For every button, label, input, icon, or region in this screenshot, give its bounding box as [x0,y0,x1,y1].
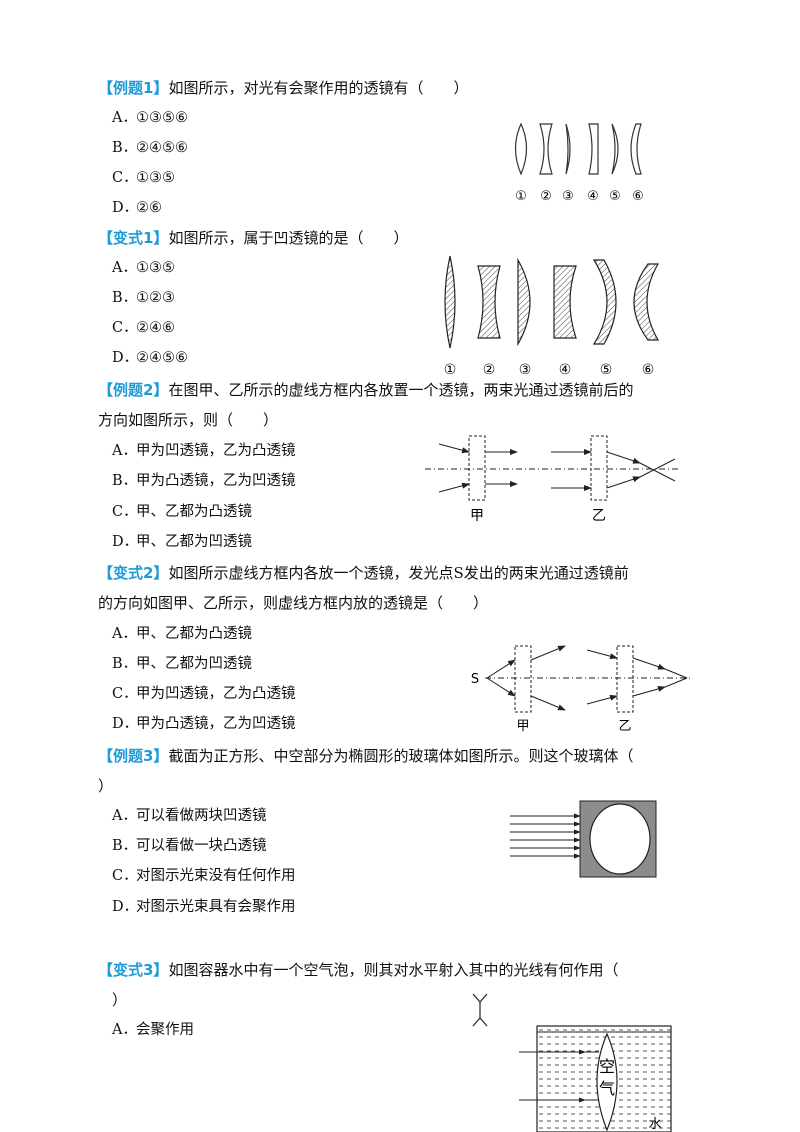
question-stem-line1: 在图甲、乙所示的虚线方框内各放置一个透镜，两束光通过透镜前后的 [168,381,634,399]
option-d[interactable]: D．对图示光束具有会聚作用 [112,899,296,915]
option-a[interactable]: A．①③⑤⑥ [112,110,188,126]
question-example-1: 【例题1】如图所示，对光有会聚作用的透镜有（ ） [98,78,468,98]
figure-label: 乙 [618,719,631,734]
light-box-figure-1: 甲 乙 [425,432,685,527]
question-tag: 【变式3】 [98,961,169,979]
figure-label: ⑤ [609,189,621,204]
question-stem-line1: 如图容器水中有一个空气泡，则其对水平射入其中的光线有何作用（ [168,961,619,979]
figure-label: 甲 [516,719,529,734]
option-d[interactable]: D．甲、乙都为凹透镜 [112,534,252,550]
figure-label: ① [444,362,457,378]
question-stem-line2: ） [98,777,114,795]
option-b[interactable]: B．②④⑤⑥ [112,140,188,156]
question-variant-1: 【变式1】如图所示，属于凹透镜的是（ ） [98,228,408,248]
option-c[interactable]: C．②④⑥ [112,320,175,336]
figure-label: S [471,672,479,687]
option-c[interactable]: C．甲、乙都为凸透镜 [112,504,252,520]
question-stem-line2: 的方向如图甲、乙所示，则虚线方框内放的透镜是（ ） [98,594,489,612]
lens-figure-2: ① ② ③ ④ ⑤ ⑥ [430,252,680,382]
option-a[interactable]: A．①③⑤ [112,260,175,276]
question-tag: 【变式1】 [98,229,169,247]
lens-figure-1: ① ② ③ ④ ⑤ ⑥ [508,118,658,206]
figure-label: ⑥ [642,362,655,378]
option-a[interactable]: A．甲、乙都为凸透镜 [112,626,252,642]
figure-label: 空 [599,1057,615,1076]
question-stem: 如图所示，对光有会聚作用的透镜有（ ） [168,79,469,97]
option-c[interactable]: C．甲为凹透镜，乙为凸透镜 [112,686,296,702]
figure-label: ⑥ [632,189,644,204]
glass-block-figure [508,800,660,878]
option-a[interactable]: A．可以看做两块凹透镜 [112,808,267,824]
figure-label: 甲 [470,508,484,524]
option-b[interactable]: B．甲为凸透镜，乙为凹透镜 [112,473,296,489]
option-d[interactable]: D．甲为凸透镜，乙为凹透镜 [112,716,296,732]
figure-label: 乙 [592,508,606,524]
option-b[interactable]: B．①②③ [112,290,175,306]
option-a[interactable]: A．甲为凹透镜，乙为凸透镜 [112,443,296,459]
figure-label: ③ [562,189,574,204]
figure-mark [470,990,490,1030]
figure-label: ⑤ [600,362,613,378]
option-a[interactable]: A．会聚作用 [112,1022,194,1038]
option-b[interactable]: B．可以看做一块凸透镜 [112,838,267,854]
water-container-figure: 空 气 水 [515,1020,675,1132]
question-stem-line1: 截面为正方形、中空部分为椭圆形的玻璃体如图所示。则这个玻璃体（ [168,747,634,765]
question-stem-line2: 方向如图所示，则（ ） [98,411,279,429]
figure-label: ④ [587,189,599,204]
option-c[interactable]: C．对图示光束没有任何作用 [112,868,296,884]
light-box-figure-2: S 甲 乙 [465,638,695,738]
question-variant-2: 【变式2】如图所示虚线方框内各放一个透镜，发光点S发出的两束光通过透镜前 [98,563,629,583]
question-tag: 【例题3】 [98,747,169,765]
figure-label: ② [483,362,496,378]
option-b[interactable]: B．甲、乙都为凹透镜 [112,656,252,672]
question-variant-3: 【变式3】如图容器水中有一个空气泡，则其对水平射入其中的光线有何作用（ [98,960,618,980]
option-d[interactable]: D．②④⑤⑥ [112,350,188,366]
figure-label: 水 [648,1117,661,1132]
question-example-2: 【例题2】在图甲、乙所示的虚线方框内各放置一个透镜，两束光通过透镜前后的 [98,380,633,400]
question-tag: 【变式2】 [98,564,169,582]
figure-label: ④ [559,362,572,378]
figure-label: ③ [519,362,532,378]
option-d[interactable]: D．②⑥ [112,200,162,216]
figure-label: 气 [599,1079,615,1098]
question-example-3: 【例题3】截面为正方形、中空部分为椭圆形的玻璃体如图所示。则这个玻璃体（ [98,746,633,766]
option-c[interactable]: C．①③⑤ [112,170,175,186]
figure-label: ② [540,189,552,204]
figure-label: ① [515,189,527,204]
question-stem-line1: 如图所示虚线方框内各放一个透镜，发光点S发出的两束光通过透镜前 [168,564,629,582]
question-tag: 【例题1】 [98,79,169,97]
question-stem-line2: ） [112,991,128,1009]
question-stem: 如图所示，属于凹透镜的是（ ） [168,229,409,247]
question-tag: 【例题2】 [98,381,169,399]
